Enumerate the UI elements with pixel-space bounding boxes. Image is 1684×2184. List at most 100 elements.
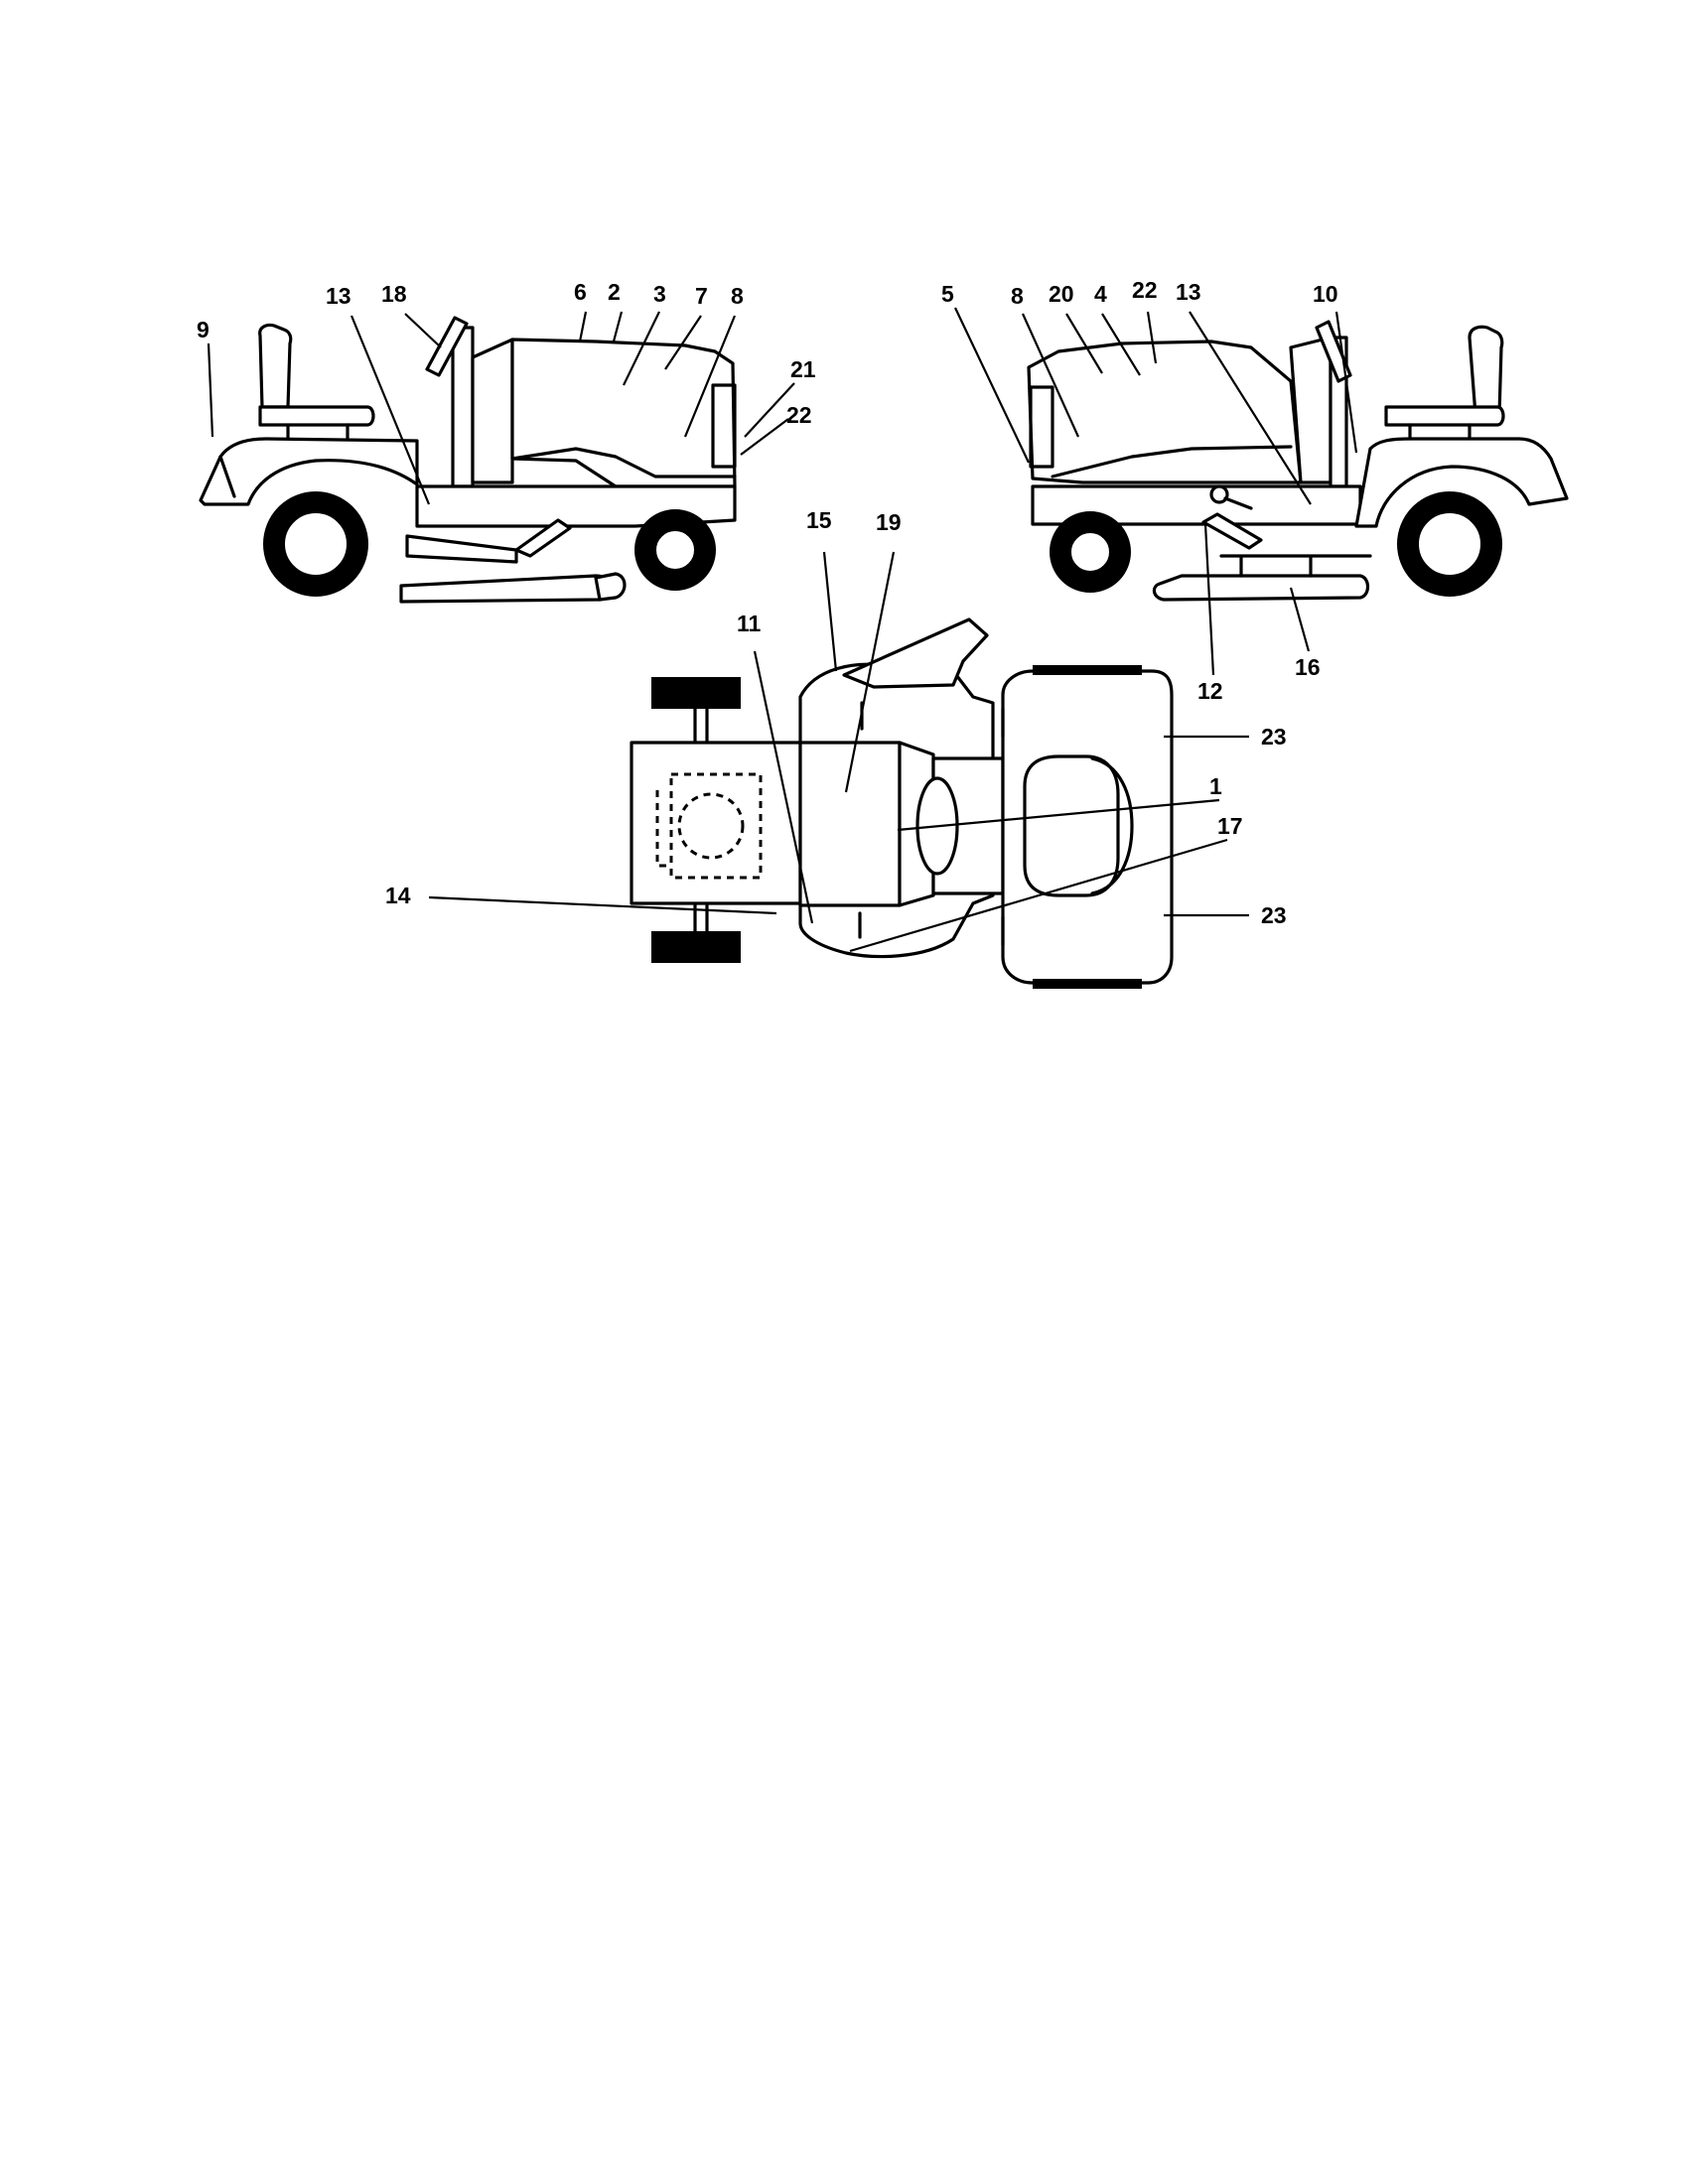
- steering-column: [451, 326, 475, 488]
- hood-crease: [1051, 445, 1293, 478]
- leader-11: [753, 650, 814, 924]
- leader-22-right: [1146, 311, 1158, 364]
- steering-wheel: [1315, 320, 1352, 383]
- front-tire: [1050, 511, 1131, 593]
- leader-13-right: [1189, 311, 1312, 505]
- callout-11: 11: [737, 611, 762, 636]
- leader-14: [428, 895, 777, 915]
- callout-22-left: 22: [786, 402, 812, 428]
- leader-6: [578, 311, 588, 342]
- steering-panel: [842, 617, 989, 689]
- leader-19: [844, 551, 896, 793]
- callout-6: 6: [574, 279, 587, 305]
- leader-lines: [207, 307, 1358, 953]
- front-tire-top: [651, 677, 741, 709]
- seat-top: [1023, 754, 1120, 897]
- seat-back: [1468, 325, 1504, 417]
- lift-lever: [1223, 496, 1253, 510]
- callout-9: 9: [197, 317, 210, 342]
- callout-20: 20: [1049, 281, 1074, 307]
- leader-21: [744, 382, 795, 438]
- tractor-right-side-view: [1027, 320, 1569, 602]
- leader-1: [897, 798, 1220, 832]
- leader-16: [1289, 587, 1311, 652]
- seat-cushion: [1384, 405, 1505, 427]
- rear-fender: [1354, 437, 1569, 528]
- callout-2: 2: [608, 279, 621, 305]
- front-tire-bottom: [651, 931, 741, 963]
- callout-13-right: 13: [1176, 279, 1201, 305]
- leader-20: [1065, 313, 1103, 374]
- leader-3: [623, 311, 660, 386]
- callout-14: 14: [385, 883, 411, 908]
- leader-13-left: [350, 315, 431, 505]
- callout-17: 17: [1217, 813, 1243, 839]
- rear-tire-top: [1033, 665, 1142, 675]
- rear-fender: [199, 437, 419, 506]
- seat-support: [1408, 423, 1472, 441]
- leader-22-left: [740, 418, 789, 456]
- deck-hanger: [1219, 554, 1372, 578]
- callout-labels: 9 13 18 6 2 3 7 8 21 22 5 8 20 4 22 13 1…: [197, 277, 1338, 928]
- engine-outline-inner: [655, 790, 669, 868]
- leader-4: [1101, 313, 1141, 376]
- front-tire: [634, 509, 716, 591]
- callout-16: 16: [1295, 654, 1321, 680]
- engine-flywheel: [677, 792, 745, 860]
- leader-17: [849, 838, 1228, 953]
- callout-1: 1: [1209, 773, 1222, 799]
- steering-wheel: [425, 316, 469, 377]
- hood: [510, 338, 737, 488]
- tractor-left-side-view: [199, 316, 737, 604]
- foot-pedal: [1201, 512, 1263, 550]
- rear-tire: [263, 491, 368, 597]
- running-board: [405, 534, 518, 564]
- callout-23-bottom: 23: [1261, 902, 1287, 928]
- callout-7: 7: [695, 283, 708, 309]
- callout-3: 3: [653, 281, 666, 307]
- leader-12: [1203, 523, 1215, 676]
- front-axle: [693, 707, 709, 933]
- callout-8-right: 8: [1011, 283, 1024, 309]
- seat-back: [258, 323, 293, 409]
- leader-18: [404, 313, 442, 348]
- foot-pedal: [514, 518, 572, 558]
- callout-19: 19: [876, 509, 902, 535]
- seat-support: [286, 423, 350, 441]
- lift-lever-knob: [1209, 484, 1229, 504]
- callout-22-right: 22: [1132, 277, 1158, 303]
- leader-2: [612, 311, 624, 342]
- callout-18: 18: [381, 281, 407, 307]
- callout-8-left: 8: [731, 283, 744, 309]
- callout-4: 4: [1094, 281, 1107, 307]
- leader-7: [664, 315, 702, 370]
- leader-10: [1334, 311, 1358, 454]
- rear-tire: [1397, 491, 1502, 597]
- callout-10: 10: [1313, 281, 1338, 307]
- leader-9: [207, 342, 214, 438]
- dash: [471, 338, 514, 484]
- leader-15: [822, 551, 838, 672]
- callout-12: 12: [1197, 678, 1223, 704]
- rear-tire-bottom: [1033, 979, 1142, 989]
- callout-5: 5: [941, 281, 954, 307]
- fender-line: [218, 455, 236, 498]
- hood-front-edge: [1029, 385, 1054, 469]
- leader-5: [954, 307, 1030, 464]
- mower-deck: [399, 574, 615, 604]
- hood-crease: [510, 447, 737, 478]
- leader-8-left: [683, 315, 737, 438]
- hood: [1027, 340, 1303, 484]
- seat-cushion: [258, 405, 375, 427]
- deck-chute: [594, 572, 627, 602]
- tractor-top-view: [630, 617, 1174, 989]
- callout-23-top: 23: [1261, 724, 1287, 750]
- leader-8-right: [1021, 313, 1080, 438]
- callout-15: 15: [806, 507, 832, 533]
- seat-back-top: [1090, 756, 1134, 895]
- hood-front-edge: [711, 383, 737, 469]
- mower-deck: [1152, 574, 1370, 602]
- callout-21: 21: [790, 356, 816, 382]
- callout-13-left: 13: [326, 283, 351, 309]
